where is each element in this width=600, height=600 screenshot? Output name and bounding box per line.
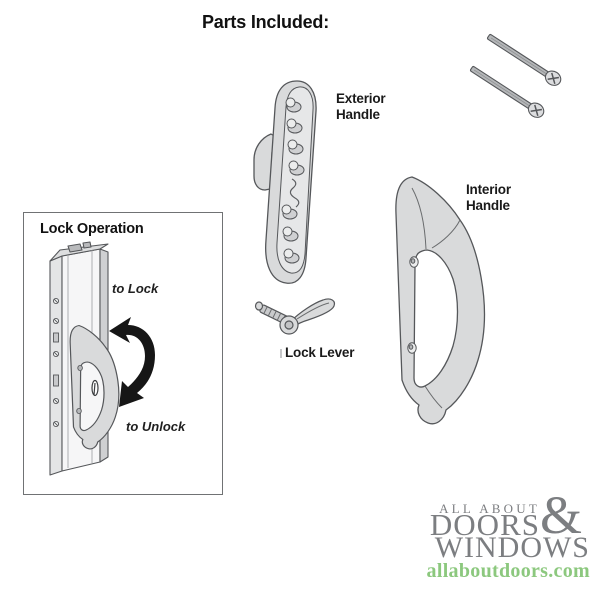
logo-ampersand: & [539, 485, 582, 545]
watermark-logo: ALL ABOUT DOORS & WINDOWS allaboutdoors.… [418, 488, 592, 588]
lock-lever-icon [254, 298, 336, 335]
rotation-arrow-icon [109, 317, 155, 407]
screw-icon [470, 66, 545, 118]
faceplate-screws [52, 297, 60, 428]
lock-operation-box: Lock Operation [23, 212, 223, 495]
lock-operation-title: Lock Operation [40, 221, 144, 237]
screw-icon [487, 34, 562, 86]
logo-windows: WINDOWS [434, 531, 590, 564]
to-lock-label: to Lock [112, 281, 159, 296]
leader-tick [280, 349, 282, 358]
interior-handle-icon [395, 176, 486, 425]
exterior-handle-label: Exterior Handle [336, 91, 386, 122]
mounting-screws-icon [470, 34, 562, 118]
screw-holes [407, 256, 419, 354]
lock-lever-label: Lock Lever [285, 345, 355, 360]
page-title: Parts Included: [202, 12, 330, 32]
cast-marking [289, 178, 300, 208]
interior-handle-label: Interior Handle [466, 182, 511, 213]
screw-bosses [281, 97, 305, 264]
lock-slot [91, 379, 99, 397]
to-unlock-label: to Unlock [126, 419, 186, 434]
lever-paddle [289, 298, 336, 328]
exterior-handle-icon [253, 80, 317, 284]
door-lock-rotation-icon [49, 241, 155, 476]
logo-doors: DOORS [429, 507, 540, 542]
logo-url: allaboutdoors.com [426, 560, 590, 582]
logo-all-about: ALL ABOUT [439, 501, 540, 516]
interior-handle-cutout [413, 249, 459, 388]
